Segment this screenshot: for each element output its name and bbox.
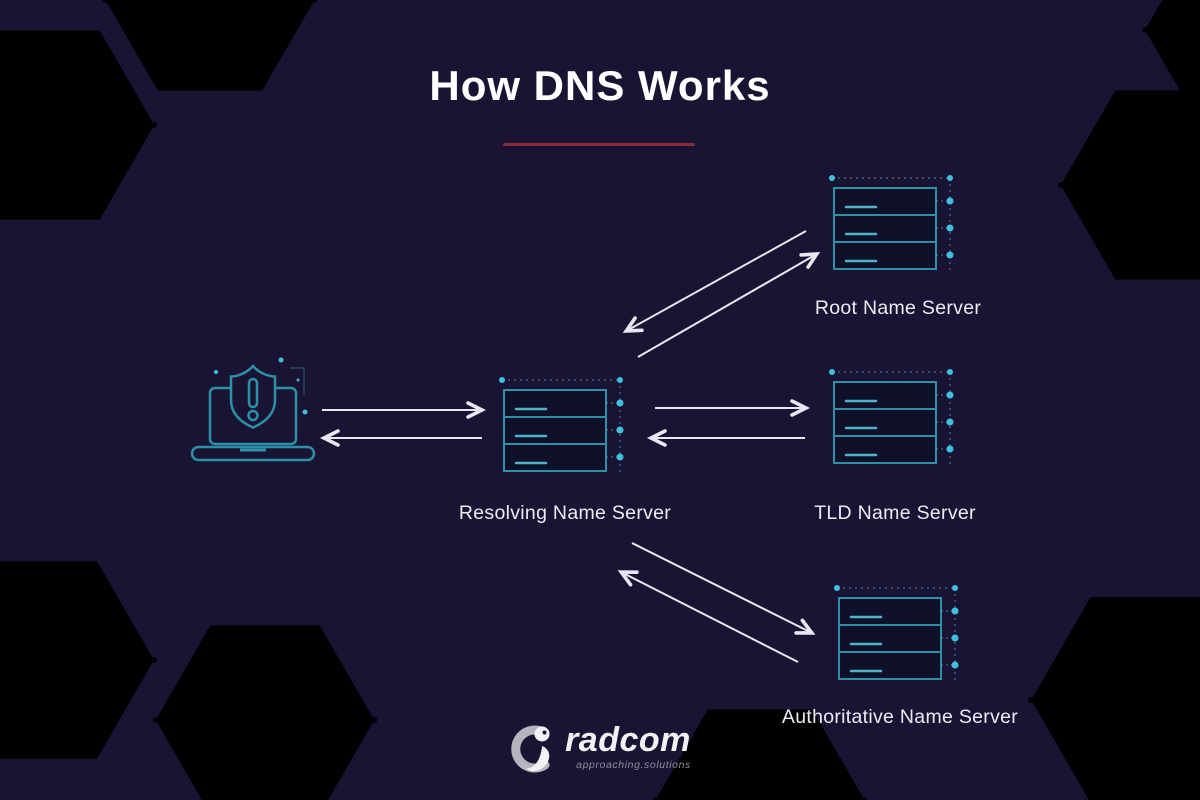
title-underline [503, 143, 695, 146]
node-authoritative-name-server [827, 580, 967, 696]
arrow-root-to-resolving [622, 230, 807, 333]
node-client [178, 350, 328, 480]
authoritative-name-server-label: Authoritative Name Server [781, 706, 1019, 728]
server-stack-icon [822, 364, 962, 480]
resolving-name-server-label: Resolving Name Server [458, 502, 672, 524]
server-stack-icon [822, 170, 962, 286]
server-stack-icon [492, 372, 632, 488]
background-hexagon [0, 10, 160, 240]
arrow-authoritative-to-resolving [617, 570, 799, 663]
server-stack-icon [827, 580, 967, 696]
root-name-server-label: Root Name Server [814, 297, 982, 319]
radcom-logo-name: radcom [565, 721, 691, 759]
radcom-logo: radcom approaching.solutions [0, 721, 1200, 774]
arrow-resolving-to-authoritative [631, 542, 816, 635]
radcom-logo-icon [511, 725, 550, 773]
tld-name-server-label: TLD Name Server [814, 502, 976, 524]
arrow-resolving-to-root [637, 251, 821, 358]
node-root-name-server [822, 170, 962, 286]
node-tld-name-server [822, 364, 962, 480]
node-resolving-name-server [492, 372, 632, 488]
laptop-shield-alert-icon [178, 350, 328, 480]
page-title: How DNS Works [429, 62, 771, 109]
radcom-logo-tagline: approaching.solutions [576, 759, 691, 771]
